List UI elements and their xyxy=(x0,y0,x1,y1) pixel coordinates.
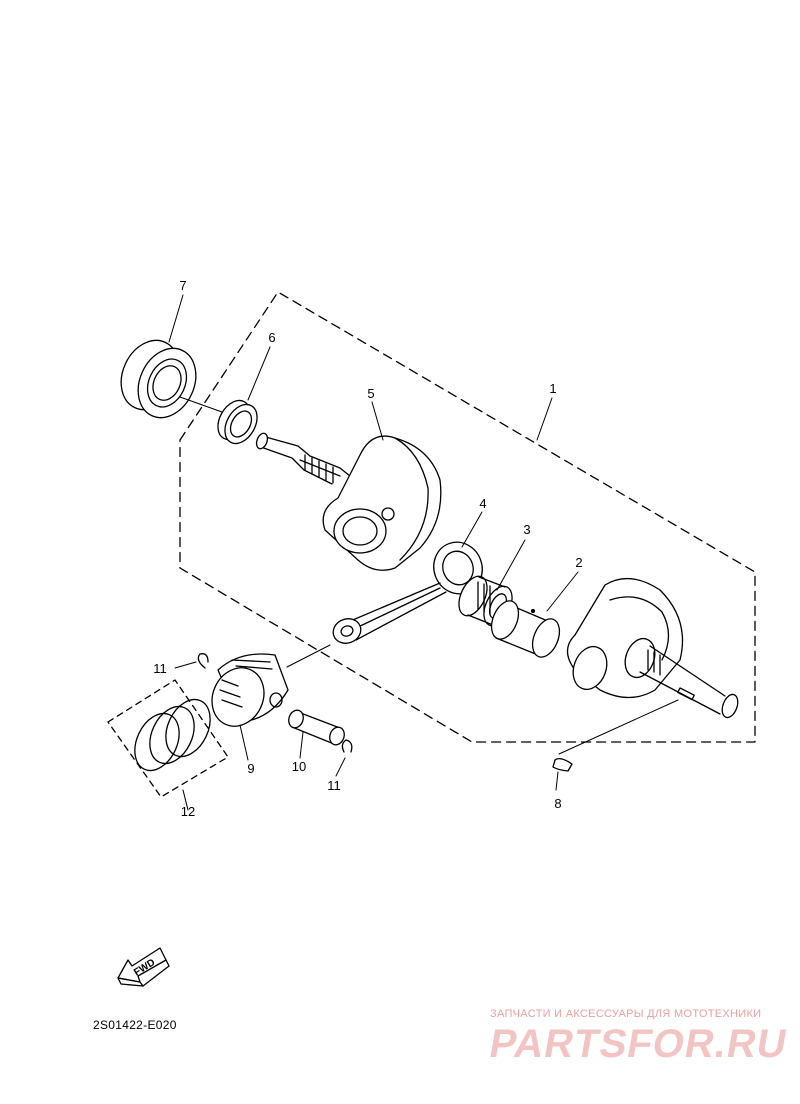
label-part-7: 7 xyxy=(179,278,186,293)
circlip-11-bottom xyxy=(341,739,353,753)
watermark-brand: PARTSFOR.RU xyxy=(486,1022,791,1066)
label-part-8: 8 xyxy=(554,796,561,811)
connecting-rod-4 xyxy=(332,541,483,644)
crankshaft-assembly-boundary xyxy=(179,291,756,743)
label-part-10: 10 xyxy=(292,759,306,774)
label-part-12: 12 xyxy=(181,804,195,819)
fwd-arrow-icon xyxy=(117,947,170,987)
leader-lines xyxy=(168,294,679,811)
label-part-9: 9 xyxy=(247,761,254,776)
woodruff-key-8 xyxy=(552,758,573,772)
label-part-3: 3 xyxy=(523,522,530,537)
piston-ring-set-12 xyxy=(107,679,229,798)
right-crank-half xyxy=(566,578,739,719)
label-part-6: 6 xyxy=(268,330,275,345)
piston-pin-10 xyxy=(288,709,345,746)
label-part-11-bottom: 11 xyxy=(327,778,341,793)
label-part-1: 1 xyxy=(549,381,556,396)
label-part-2: 2 xyxy=(575,555,582,570)
bearing-7 xyxy=(120,339,197,419)
oil-seal-6 xyxy=(217,399,258,445)
piston-9 xyxy=(211,653,289,727)
watermark-tagline: ЗАПЧАСТИ И АКСЕССУАРЫ ДЛЯ МОТОТЕХНИКИ xyxy=(490,1008,762,1020)
diagram-code: 2S01422-E020 xyxy=(93,1018,177,1032)
circlip-11-top xyxy=(197,653,209,669)
left-crank-half-5 xyxy=(255,432,442,571)
label-part-5: 5 xyxy=(367,386,374,401)
crank-pin-2 xyxy=(490,600,561,658)
label-part-4: 4 xyxy=(479,496,486,511)
label-part-11-top: 11 xyxy=(153,661,167,676)
